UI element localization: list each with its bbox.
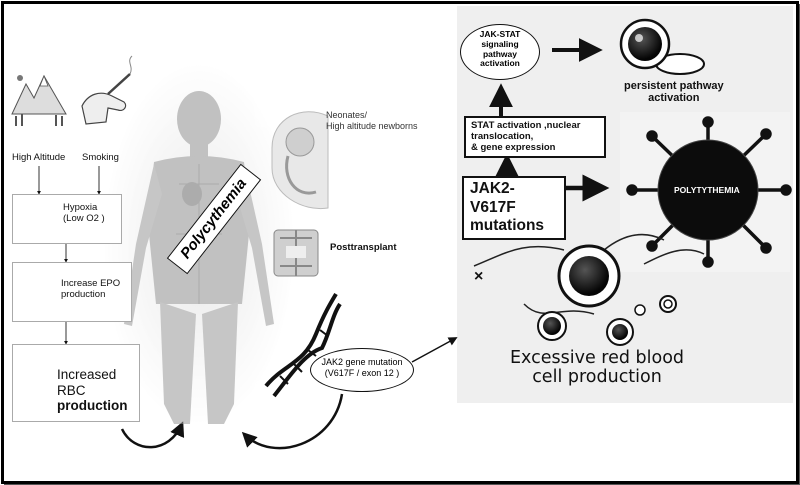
diagram-artwork bbox=[10, 6, 793, 450]
hypoxia-box: Hypoxia (Low O2 ) bbox=[12, 194, 122, 244]
mountain-icon bbox=[10, 70, 68, 132]
red-blood-cell-cluster bbox=[473, 233, 705, 346]
jak2-oval-line-2: (V617F / exon 12 ) bbox=[324, 367, 400, 378]
transplant-icon bbox=[273, 229, 319, 277]
excessive-rbc-label: Excessive red blood cell production bbox=[510, 348, 685, 388]
epo-line-1: Increase EPO bbox=[61, 278, 121, 289]
jak2-v617f-line-1: JAK2- bbox=[470, 180, 515, 197]
stat-line-1: STAT activation ,nuclear bbox=[471, 120, 581, 131]
rbc-box: Increased RBC production bbox=[12, 344, 140, 422]
neonates-line-2: High altitude newborns bbox=[326, 121, 418, 132]
stat-activation-box: STAT activation ,nuclear translocation, … bbox=[464, 116, 606, 158]
x-mark: × bbox=[474, 268, 484, 285]
neonates-line-1: Neonates/ bbox=[326, 110, 368, 120]
persistent-line-2: activation bbox=[648, 92, 700, 105]
smoking-icon bbox=[81, 55, 133, 125]
jak2-oval-line-1: JAK2 gene mutation bbox=[321, 357, 403, 367]
jak2-v617f-line-2: V617F bbox=[470, 198, 516, 216]
persistent-activation-label: persistent pathway activation bbox=[624, 80, 724, 104]
jak-stat-line-1: JAK-STAT bbox=[479, 29, 521, 39]
virus-center-label: POLYTYTHEMIA bbox=[674, 185, 740, 195]
jak-stat-line-2: signaling bbox=[481, 38, 519, 49]
jak2-mutation-oval: JAK2 gene mutation (V617F / exon 12 ) bbox=[310, 348, 414, 392]
jak-stat-line-4: activation bbox=[480, 58, 520, 69]
stat-line-3: & gene expression bbox=[471, 141, 556, 153]
excessive-line-2: cell production bbox=[532, 367, 662, 388]
jak2-v617f-box: JAK2- V617F mutations bbox=[462, 176, 566, 240]
posttransplant-label: Posttransplant bbox=[330, 242, 397, 253]
arrow-jak2-to-panel bbox=[411, 337, 458, 363]
stat-line-2: translocation, bbox=[471, 130, 534, 142]
virus-polycythemia-icon bbox=[620, 112, 792, 272]
curved-arrow-left bbox=[120, 421, 185, 449]
jak-stat-line-3: pathway bbox=[482, 48, 517, 59]
jak2-v617f-line-3: mutations bbox=[470, 217, 545, 235]
epo-box: Increase EPO production bbox=[12, 262, 132, 322]
dna-helix-icon bbox=[264, 292, 342, 398]
epo-line-2: production bbox=[61, 288, 106, 300]
excessive-line-1: Excessive red blood bbox=[510, 348, 685, 368]
neonates-label: Neonates/ High altitude newborns bbox=[326, 110, 418, 133]
hypoxia-line-2: (Low O2 ) bbox=[63, 212, 105, 224]
high-altitude-label: High Altitude bbox=[12, 152, 66, 163]
jak-stat-oval: JAK-STAT signaling pathway activation bbox=[460, 24, 540, 80]
fetus-icon bbox=[271, 111, 329, 210]
smoking-label: Smoking bbox=[82, 152, 119, 163]
hypoxia-line-1: Hypoxia bbox=[63, 202, 98, 213]
activated-cell-icon bbox=[619, 18, 705, 75]
rbc-line-2: production bbox=[57, 398, 128, 414]
rbc-line-1: Increased RBC bbox=[57, 367, 117, 398]
persistent-line-1: persistent pathway bbox=[624, 80, 724, 92]
curved-arrow-right bbox=[241, 393, 344, 450]
